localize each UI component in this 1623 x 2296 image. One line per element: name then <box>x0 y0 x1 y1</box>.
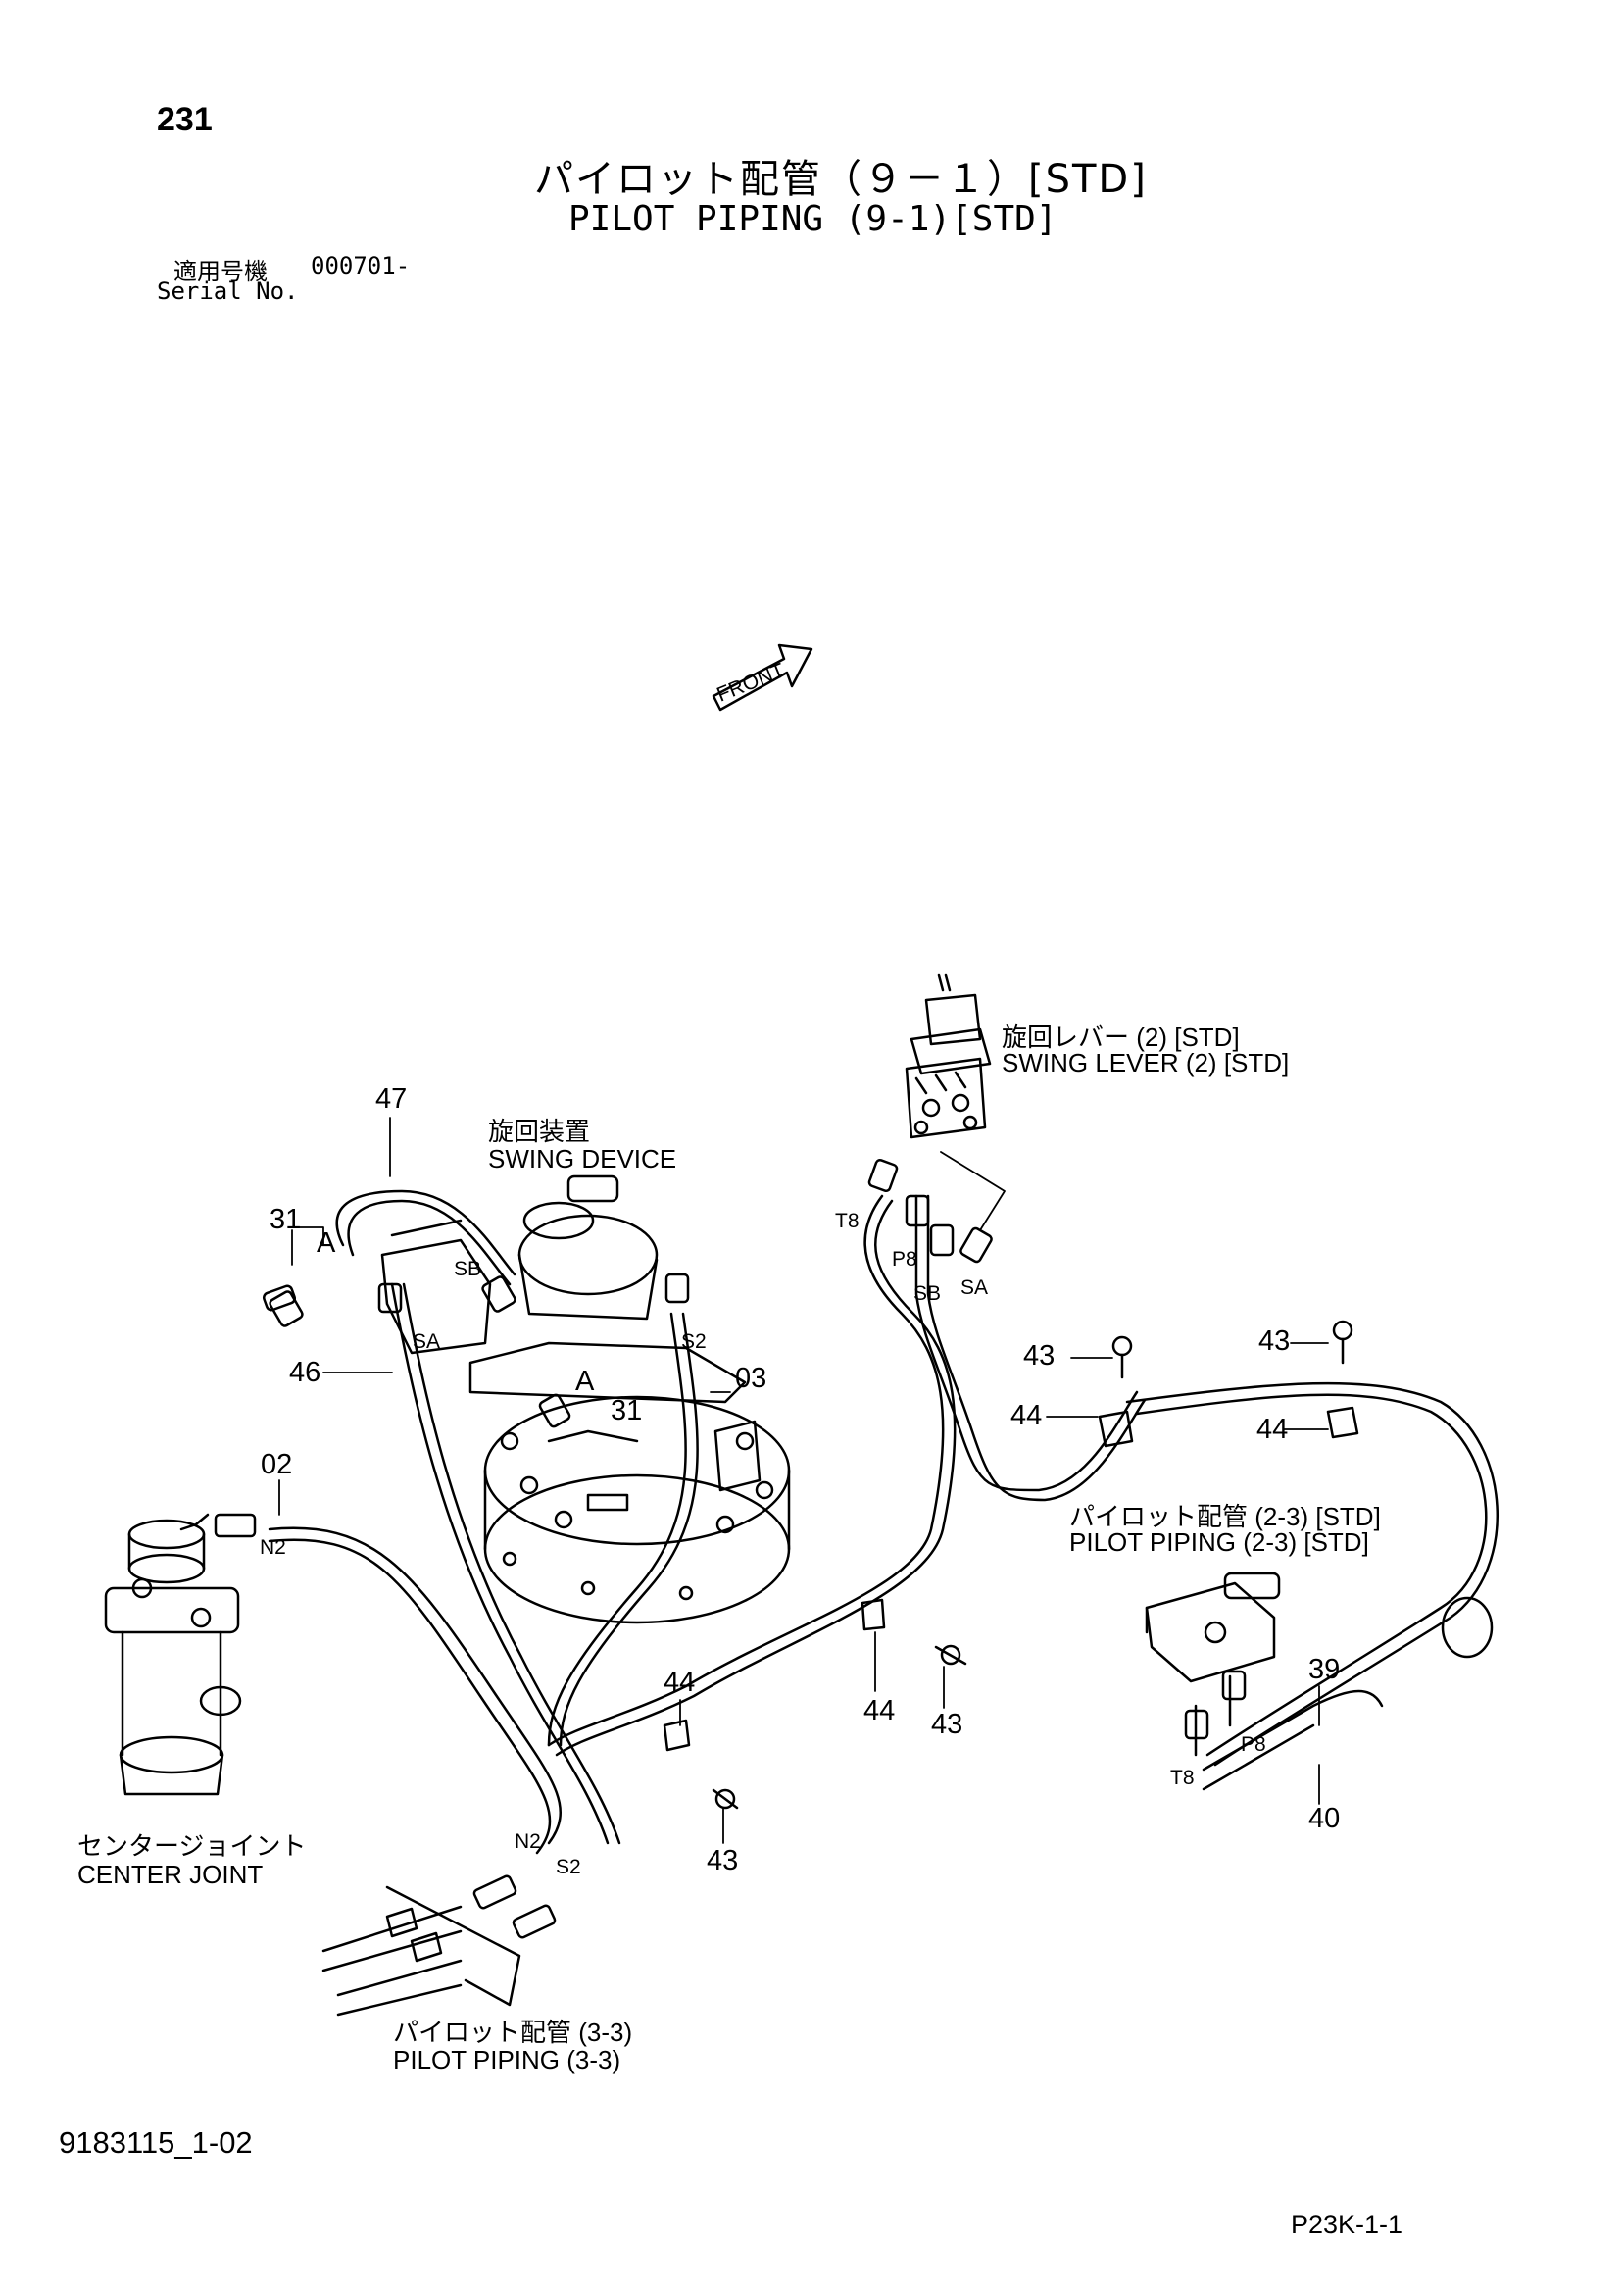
pilot-piping-2-3-label-en: PILOT PIPING (2-3) [STD] <box>1069 1527 1369 1557</box>
part-number-43: 43 <box>1258 1325 1291 1357</box>
hose-lines <box>268 1189 1499 1855</box>
part-number-44: 44 <box>664 1667 696 1698</box>
front-arrow-label: FRONT <box>713 659 788 706</box>
swing-lever-label-jp: 旋回レバー (2) [STD] <box>1002 1023 1240 1052</box>
port-label-sa: SA <box>960 1276 989 1299</box>
port-label-p8: P8 <box>892 1248 917 1271</box>
swing-lever-drawing <box>905 973 992 1139</box>
center-joint-label-en: CENTER JOINT <box>77 1860 264 1889</box>
part-number-43: 43 <box>1023 1340 1056 1372</box>
fitting-shapes <box>214 1158 1359 1939</box>
page-code: P23K-1-1 <box>1291 2210 1403 2239</box>
part-number-44: 44 <box>863 1695 896 1726</box>
port-label-n2: N2 <box>515 1830 541 1853</box>
detail-ref-a: A <box>575 1366 595 1397</box>
serial-value: 000701- <box>311 252 411 279</box>
part-number-46: 46 <box>289 1357 321 1388</box>
front-arrow-icon: FRONT <box>712 643 813 712</box>
part-number-02: 02 <box>261 1449 293 1480</box>
swing-device-label-jp: 旋回装置 <box>488 1117 591 1146</box>
port-label-n2: N2 <box>260 1536 286 1559</box>
port-label-sb: SB <box>913 1282 942 1305</box>
page-title-en: PILOT PIPING (9-1)[STD] <box>568 199 1057 239</box>
swing-device-label-en: SWING DEVICE <box>488 1144 677 1173</box>
swing-lever-label-en: SWING LEVER (2) [STD] <box>1002 1048 1290 1077</box>
page-number: 231 <box>157 101 213 138</box>
part-number-43: 43 <box>707 1845 739 1876</box>
pilot-piping-3-3-label-en: PILOT PIPING (3-3) <box>393 2045 621 2074</box>
serial-label-en: Serial No. <box>157 277 299 305</box>
part-number-31: 31 <box>270 1204 302 1235</box>
center-joint-drawing <box>104 1513 242 1796</box>
document-code: 9183115_1-02 <box>59 2125 253 2160</box>
pilot-piping-2-3-label-jp: パイロット配管 (2-3) [STD] <box>1069 1502 1381 1531</box>
serial-label-jp: 適用号機 <box>173 258 268 285</box>
part-number-39: 39 <box>1308 1654 1341 1685</box>
part-number-47: 47 <box>375 1083 408 1115</box>
center-joint-label-jp: センタージョイント <box>77 1831 307 1861</box>
part-number-03: 03 <box>735 1363 767 1394</box>
port-label-p8: P8 <box>1241 1733 1266 1756</box>
part-number-44: 44 <box>1010 1400 1043 1431</box>
port-label-t8: T8 <box>835 1210 860 1232</box>
port-label-sb: SB <box>454 1258 482 1280</box>
port-label-s2: S2 <box>556 1856 581 1878</box>
pilot-valve-2-3-drawing <box>1145 1572 1281 1683</box>
swing-device-drawing <box>380 1174 791 1624</box>
part-number-43: 43 <box>931 1709 963 1740</box>
part-number-44: 44 <box>1256 1414 1289 1445</box>
pilot-piping-3-3-drawing <box>321 1885 521 2017</box>
port-label-s2: S2 <box>681 1330 707 1353</box>
page-title-jp: パイロット配管（９－１）[STD] <box>534 157 1148 202</box>
port-label-sa: SA <box>413 1330 441 1353</box>
pilot-piping-3-3-label-jp: パイロット配管 (3-3) <box>393 2018 633 2047</box>
port-label-t8: T8 <box>1170 1767 1195 1789</box>
leader-lines <box>278 1117 1329 1844</box>
part-number-31: 31 <box>611 1395 643 1426</box>
detail-ref-a: A <box>317 1227 336 1259</box>
part-number-40: 40 <box>1308 1803 1341 1834</box>
